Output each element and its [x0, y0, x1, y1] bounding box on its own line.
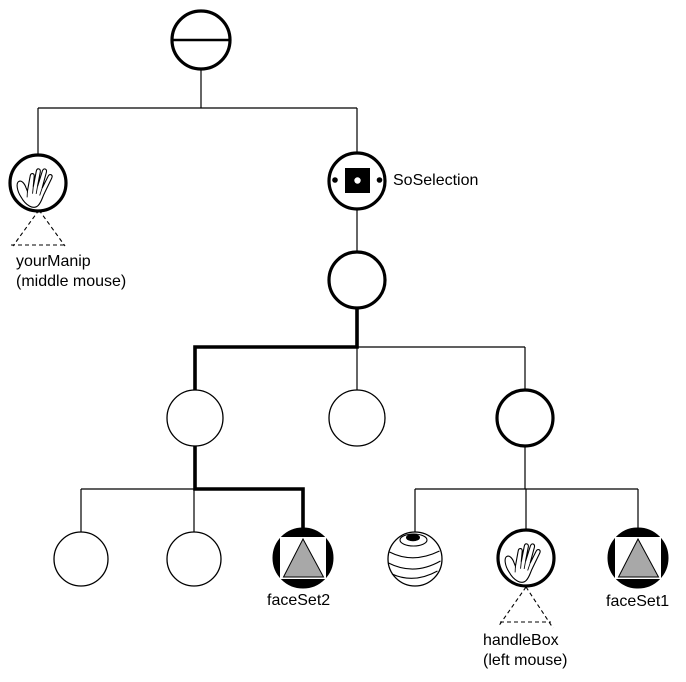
node-root-separator — [170, 9, 232, 71]
group-node-circle — [495, 388, 555, 448]
faceset1-label: faceSet1 — [606, 593, 670, 610]
soselection-label: SoSelection — [393, 172, 479, 189]
face-set-icon — [615, 537, 661, 579]
handlebox-label-line2: (left mouse) — [483, 652, 568, 669]
sphere-icon — [388, 533, 441, 579]
group-node-circle — [166, 389, 224, 447]
group-node-circle — [328, 389, 386, 447]
node-soselection — [327, 151, 387, 211]
yourmanip-label-line1: yourManip — [16, 253, 91, 270]
node-group-under-selection — [327, 250, 387, 310]
selection-icon — [332, 168, 383, 193]
node-handlebox-manipulator — [496, 528, 556, 629]
leaf-node-circle — [53, 531, 109, 587]
bold-edge-upper — [193, 308, 359, 391]
yourmanip-dashed-triangle — [11, 209, 67, 247]
handlebox-dashed-triangle — [497, 586, 554, 629]
tree-edges-thin — [37, 69, 639, 534]
yourmanip-label: yourManip (middle mouse) — [16, 252, 126, 292]
faceset2-label: faceSet2 — [267, 592, 331, 609]
node-group-middle — [328, 389, 386, 447]
sphere-node-circle — [387, 531, 443, 587]
node-faceset1 — [607, 527, 669, 589]
handlebox-label: handleBox (left mouse) — [483, 631, 567, 671]
group-node-circle — [327, 250, 387, 310]
leaf-node-circle — [166, 531, 222, 587]
node-leaf-empty-2 — [166, 531, 222, 587]
node-faceset2 — [272, 527, 334, 589]
bold-edge-lower — [193, 446, 305, 530]
node-yourmanip-manipulator — [8, 153, 68, 247]
node-leaf-empty-1 — [53, 531, 109, 587]
node-group-right — [495, 388, 555, 448]
face-set-icon — [280, 537, 326, 579]
handlebox-label-line1: handleBox — [483, 632, 559, 649]
yourmanip-label-line2: (middle mouse) — [16, 273, 127, 290]
node-sphere — [387, 531, 443, 587]
tree-edges-bold-selection-path — [193, 308, 359, 530]
node-group-left — [166, 389, 224, 447]
